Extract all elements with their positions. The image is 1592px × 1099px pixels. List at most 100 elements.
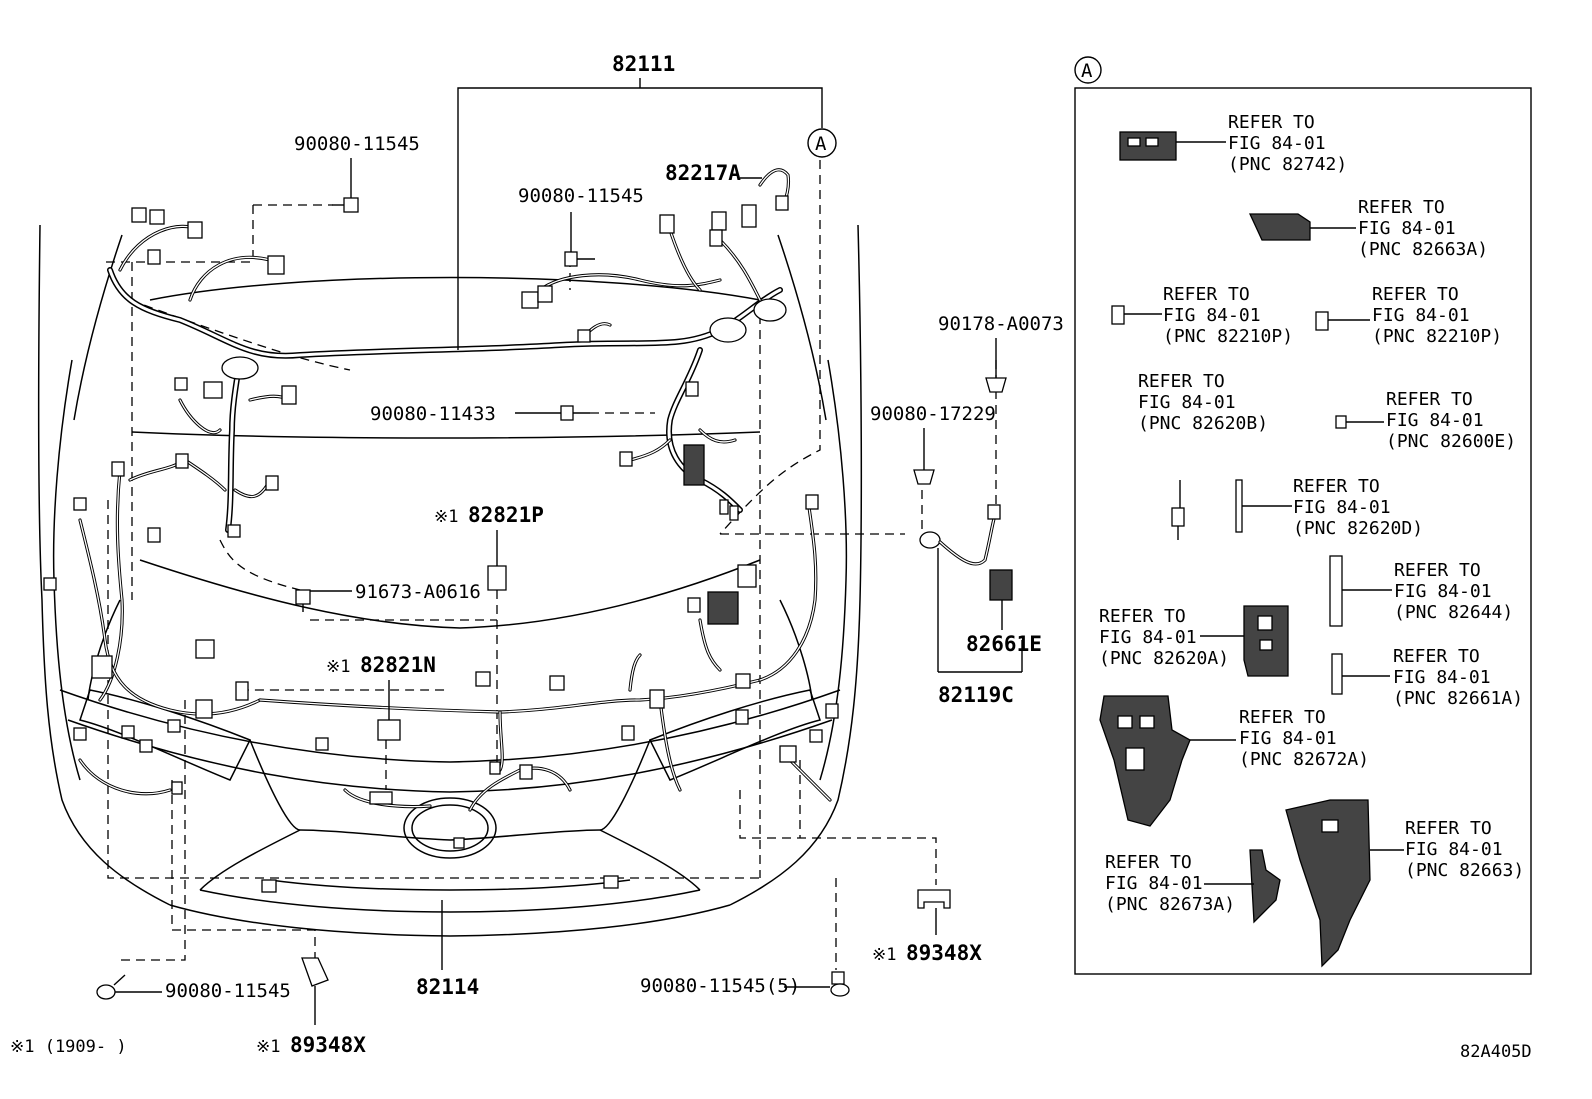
sub-harness-icon [919,504,1023,673]
label-89348x-left: 89348X [290,1033,366,1057]
label-82114: 82114 [416,975,479,999]
inset-ref-2: REFER TO FIG 84-01 (PNC 82210P) [1163,284,1293,347]
bolt-icon [332,158,359,213]
ref-line1: REFER TO [1228,112,1315,133]
mark-89348x-left: ※1 [256,1037,280,1057]
clip-icon [295,589,352,612]
ref-line3: (PNC 82620B) [1138,413,1268,434]
bolt-icon [96,974,162,1000]
ref-line1: REFER TO [1393,646,1480,667]
label-82217a: 82217A [665,161,741,185]
dashed-leader-lines [100,160,997,970]
footnote: ※1 (1909- ) [10,1037,127,1057]
ref-line2: FIG 84-01 [1293,497,1391,518]
label-bolt-bottom-left: 90080-11545 [165,980,291,1002]
inset-part-icons [1099,131,1371,968]
bracket-icon [917,889,951,935]
inset-ref-5: REFER TO FIG 84-01 (PNC 82600E) [1386,389,1516,452]
inset-ref-11: REFER TO FIG 84-01 (PNC 82673A) [1105,852,1235,915]
label-bolt-bottom-right: 90080-11545(5) [640,975,800,997]
relay-block-icon [377,680,401,741]
sensor-icon [989,569,1013,630]
ref-line2: FIG 84-01 [1099,627,1197,648]
ref-line2: FIG 84-01 [1386,410,1484,431]
ref-line3: (PNC 82600E) [1386,431,1516,452]
ref-line2: FIG 84-01 [1163,305,1261,326]
ref-line1: REFER TO [1394,560,1481,581]
mark-82821n: ※1 [326,657,350,677]
ref-line3: (PNC 82644) [1394,602,1513,623]
ref-line3: (PNC 82620D) [1293,518,1423,539]
vehicle-body-outline [37,224,863,937]
ref-line1: REFER TO [1239,707,1326,728]
ref-line3: (PNC 82742) [1228,154,1347,175]
inset-a-panel: A [1074,56,1532,975]
ref-line1: REFER TO [1293,476,1380,497]
inset-ref-3: REFER TO FIG 84-01 (PNC 82210P) [1372,284,1502,347]
bolt-icon [784,971,850,997]
label-89348x-right: 89348X [906,941,982,965]
ref-line1: REFER TO [1163,284,1250,305]
nut-icon [913,428,935,485]
label-82661e: 82661E [966,632,1042,656]
inset-ref-12: REFER TO FIG 84-01 (PNC 82663) [1405,818,1524,881]
ref-line2: FIG 84-01 [1394,581,1492,602]
ref-line1: REFER TO [1138,371,1225,392]
diagram-code: 82A405D [1460,1042,1532,1062]
bolt-icon [564,212,595,267]
ref-line3: (PNC 82663A) [1358,239,1488,260]
ref-line3: (PNC 82210P) [1372,326,1502,347]
inset-ref-9: REFER TO FIG 84-01 (PNC 82661A) [1393,646,1523,709]
ref-line1: REFER TO [1099,606,1186,627]
inset-ref-1: REFER TO FIG 84-01 (PNC 82663A) [1358,197,1488,260]
relay-block-icon [487,530,507,591]
ref-line3: (PNC 82620A) [1099,648,1229,669]
label-82111: 82111 [612,52,675,76]
inset-ref-4: REFER TO FIG 84-01 (PNC 82620B) [1138,371,1268,434]
ref-line3: (PNC 82663) [1405,860,1524,881]
label-clip-91673: 91673-A0616 [355,581,481,603]
nut-icon [985,338,1007,393]
ref-line1: REFER TO [1405,818,1492,839]
label-nut-90178: 90178-A0073 [938,313,1064,335]
label-82821n: 82821N [360,653,436,677]
bolt-icon [515,405,590,421]
ref-line2: FIG 84-01 [1239,728,1337,749]
mark-89348x-right: ※1 [872,945,896,965]
ref-line2: FIG 84-01 [1105,873,1203,894]
ref-line3: (PNC 82672A) [1239,749,1369,770]
inset-a-title: A [1081,60,1093,82]
inset-ref-7: REFER TO FIG 84-01 (PNC 82644) [1394,560,1513,623]
inset-ref-8: REFER TO FIG 84-01 (PNC 82620A) [1099,606,1229,669]
fasteners [96,158,1023,1025]
ref-line1: REFER TO [1105,852,1192,873]
label-nut-90080-17229: 90080-17229 [870,403,996,425]
ref-line1: REFER TO [1386,389,1473,410]
ref-line3: (PNC 82210P) [1163,326,1293,347]
ref-line2: FIG 84-01 [1228,133,1326,154]
label-bolt-mid: 90080-11433 [370,403,496,425]
inset-leaders [1124,141,1404,885]
ref-line2: FIG 84-01 [1358,218,1456,239]
ref-line3: (PNC 82661A) [1393,688,1523,709]
inset-ref-6: REFER TO FIG 84-01 (PNC 82620D) [1293,476,1423,539]
label-82821p: 82821P [468,503,544,527]
ref-line2: FIG 84-01 [1393,667,1491,688]
ref-line1: REFER TO [1372,284,1459,305]
label-bolt-top-left: 90080-11545 [294,133,420,155]
inset-ref-10: REFER TO FIG 84-01 (PNC 82672A) [1239,707,1369,770]
connectors [43,204,839,893]
engine-room-main-harness [107,224,787,533]
harness-bracket-82111 [457,78,837,350]
ref-line1: REFER TO [1358,197,1445,218]
ref-line2: FIG 84-01 [1372,305,1470,326]
ref-line2: FIG 84-01 [1405,839,1503,860]
mark-82821p: ※1 [434,507,458,527]
part-labels: 82111 A 82217A 90080-11545 90080-11545 9… [10,52,1532,1062]
ref-line2: FIG 84-01 [1138,392,1236,413]
ref-line3: (PNC 82673A) [1105,894,1235,915]
callout-a-main: A [815,133,827,155]
inset-ref-0: REFER TO FIG 84-01 (PNC 82742) [1228,112,1347,175]
sensor-icon [740,168,791,211]
